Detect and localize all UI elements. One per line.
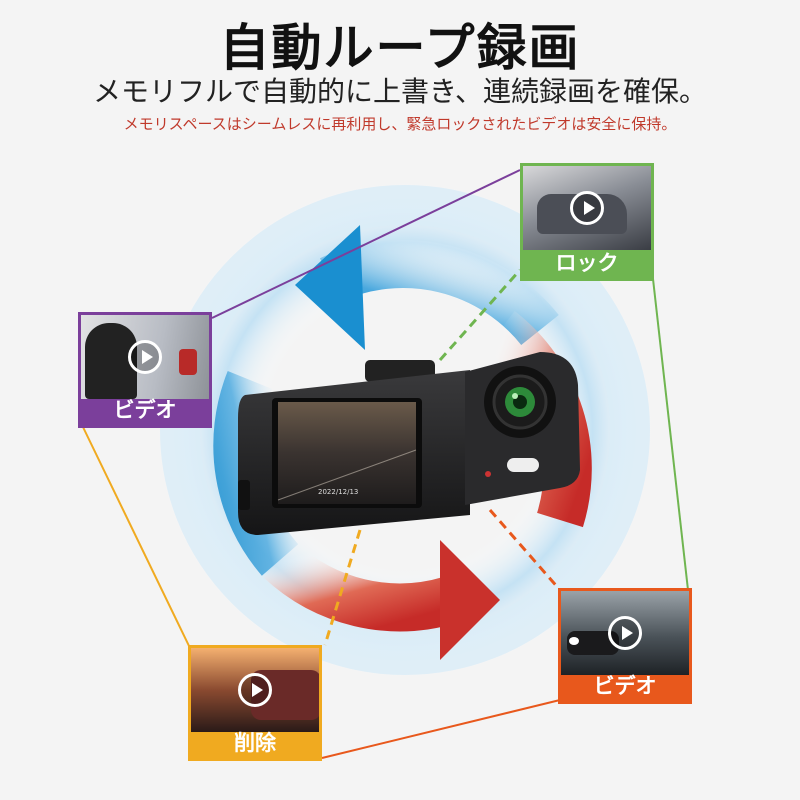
taillight [179,349,197,375]
connector-lock-right [651,269,689,591]
card-video-right[interactable]: ビデオ [558,588,692,704]
play-icon[interactable] [570,191,604,225]
lock-thumbnail [523,166,651,250]
page-subtitle: メモリフルで自動的に上書き、連続録画を確保。 [92,75,708,108]
card-lock-label: ロック [555,251,619,275]
ring-outline [160,185,650,675]
card-delete-label: 削除 [234,731,276,755]
dashcam: 2022/12/13 [238,352,580,535]
card-lock[interactable]: ロック [520,163,654,281]
red-arrow-head [440,540,500,660]
play-icon[interactable] [608,616,642,650]
card-video-right-label: ビデオ [593,674,657,698]
connector-lock-video [211,169,521,319]
red-arrow-arc [263,542,457,632]
headlight [569,637,579,645]
connector-delete-video [321,699,561,759]
dash-green [438,269,522,361]
play-icon[interactable] [128,340,162,374]
dash-orange [488,509,562,591]
delete-thumbnail [191,648,319,732]
card-video-left[interactable]: ビデオ [78,312,212,428]
page-title: 自動ループ録画 [219,19,581,77]
dash-yellow [323,529,362,646]
connector-video-delete [81,424,191,649]
blue-arrow-head [295,225,365,350]
video-right-thumbnail [561,591,689,675]
screen-date: 2022/12/13 [318,488,358,496]
card-video-left-label: ビデオ [113,398,177,422]
page-note: メモリスペースはシームレスに再利用し、緊急ロックされたビデオは安全に保持。 [123,115,677,133]
play-icon[interactable] [238,673,272,707]
video-left-thumbnail [81,315,209,399]
card-delete[interactable]: 削除 [188,645,322,761]
